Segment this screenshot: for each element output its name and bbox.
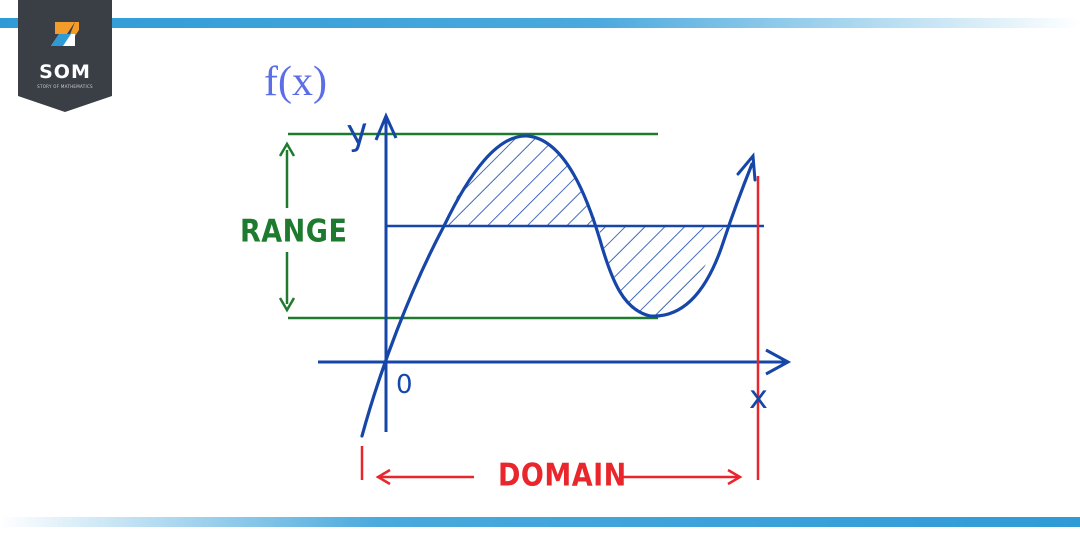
function-label: f(x): [264, 59, 327, 105]
bottom-accent-bar: [0, 517, 1080, 527]
y-axis-label: y: [344, 110, 371, 155]
logo-mark-icon: [51, 22, 79, 46]
top-accent-bar: [0, 18, 1080, 28]
range-arrow: [278, 141, 296, 313]
hatched-area-lower: [598, 226, 724, 316]
domain-arrow-left: [375, 468, 474, 486]
logo-subtitle: STORY OF MATHEMATICS: [37, 84, 93, 89]
logo-text: SOM: [39, 61, 91, 83]
hatched-area-upper: [444, 135, 598, 226]
x-axis-label: x: [749, 378, 768, 416]
som-logo: [18, 0, 112, 112]
range-label: RANGE: [240, 213, 348, 250]
y-axis: [374, 112, 398, 432]
curve-arrowhead: [736, 152, 757, 182]
origin-label: 0: [396, 370, 413, 400]
domain-arrow-right: [622, 468, 743, 486]
domain-label: DOMAIN: [498, 457, 627, 494]
x-axis: [318, 348, 792, 376]
function-curve: [360, 134, 754, 438]
